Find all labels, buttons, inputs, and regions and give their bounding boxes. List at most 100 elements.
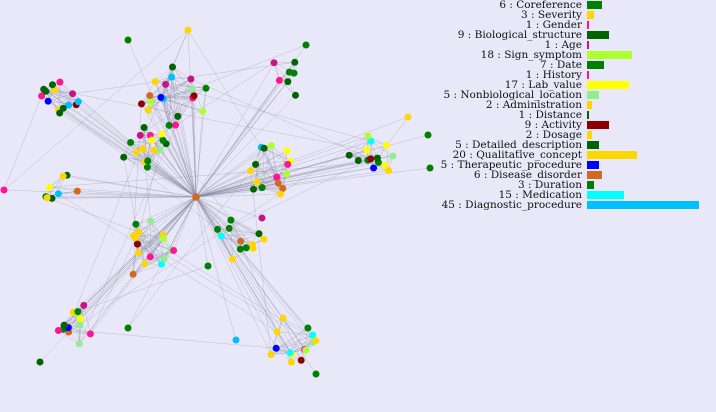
- graph-node[interactable]: [44, 97, 52, 105]
- graph-node[interactable]: [151, 78, 159, 86]
- graph-node[interactable]: [302, 346, 310, 354]
- graph-node[interactable]: [127, 139, 135, 146]
- graph-node[interactable]: [250, 185, 257, 193]
- graph-node[interactable]: [345, 151, 353, 159]
- graph-node[interactable]: [312, 337, 320, 345]
- graph-node[interactable]: [277, 190, 284, 198]
- graph-node[interactable]: [247, 167, 255, 175]
- graph-center-node[interactable]: [192, 193, 200, 201]
- graph-node[interactable]: [214, 225, 221, 233]
- graph-node[interactable]: [156, 146, 164, 154]
- graph-node[interactable]: [312, 370, 320, 378]
- graph-node[interactable]: [284, 160, 292, 168]
- graph-node[interactable]: [373, 154, 381, 162]
- graph-node[interactable]: [135, 249, 142, 257]
- graph-node[interactable]: [144, 106, 152, 114]
- graph-node[interactable]: [86, 330, 94, 338]
- graph-node[interactable]: [258, 184, 266, 192]
- graph-node[interactable]: [291, 58, 299, 66]
- graph-node[interactable]: [283, 147, 291, 155]
- graph-node[interactable]: [36, 358, 44, 366]
- graph-node[interactable]: [237, 237, 245, 245]
- graph-node[interactable]: [146, 92, 154, 100]
- graph-node[interactable]: [383, 141, 390, 149]
- graph-node[interactable]: [302, 41, 310, 49]
- graph-node[interactable]: [275, 76, 283, 84]
- graph-node[interactable]: [59, 104, 67, 112]
- graph-node[interactable]: [309, 331, 317, 339]
- graph-node[interactable]: [225, 224, 233, 232]
- graph-node[interactable]: [267, 351, 275, 358]
- graph-node[interactable]: [135, 228, 143, 236]
- graph-node[interactable]: [190, 92, 198, 100]
- graph-node[interactable]: [292, 91, 299, 99]
- graph-node[interactable]: [139, 145, 147, 153]
- graph-node[interactable]: [354, 157, 362, 164]
- graph-node[interactable]: [56, 109, 64, 117]
- graph-node[interactable]: [80, 301, 88, 309]
- graph-node[interactable]: [367, 155, 375, 163]
- graph-node[interactable]: [174, 112, 182, 120]
- graph-node[interactable]: [274, 179, 282, 187]
- graph-node[interactable]: [255, 230, 263, 238]
- graph-node[interactable]: [146, 253, 154, 261]
- graph-node[interactable]: [187, 75, 195, 83]
- graph-node[interactable]: [260, 144, 268, 152]
- graph-node[interactable]: [147, 217, 155, 225]
- graph-node[interactable]: [172, 121, 179, 129]
- graph-node[interactable]: [285, 68, 293, 76]
- graph-node[interactable]: [147, 98, 155, 106]
- graph-node[interactable]: [170, 247, 178, 254]
- graph-node[interactable]: [199, 107, 207, 115]
- graph-node[interactable]: [204, 262, 212, 270]
- graph-node[interactable]: [0, 186, 8, 194]
- graph-node[interactable]: [74, 98, 82, 106]
- graph-node[interactable]: [138, 100, 145, 108]
- graph-node[interactable]: [218, 232, 225, 240]
- graph-node[interactable]: [202, 84, 210, 92]
- graph-node[interactable]: [279, 314, 287, 322]
- graph-node[interactable]: [49, 81, 56, 89]
- graph-node[interactable]: [363, 146, 371, 154]
- graph-node[interactable]: [140, 124, 148, 131]
- graph-node[interactable]: [227, 216, 235, 224]
- graph-node[interactable]: [162, 80, 170, 88]
- graph-node[interactable]: [236, 245, 244, 253]
- graph-node[interactable]: [370, 164, 378, 172]
- graph-node[interactable]: [273, 328, 281, 336]
- graph-node[interactable]: [45, 183, 53, 191]
- graph-node[interactable]: [59, 172, 67, 180]
- graph-node[interactable]: [157, 93, 165, 101]
- graph-node[interactable]: [74, 308, 82, 316]
- graph-node[interactable]: [143, 163, 151, 171]
- graph-node[interactable]: [160, 255, 168, 263]
- graph-node[interactable]: [283, 170, 291, 178]
- graph-node[interactable]: [133, 148, 140, 156]
- graph-node[interactable]: [144, 157, 152, 165]
- graph-node[interactable]: [159, 136, 167, 144]
- graph-node[interactable]: [168, 73, 176, 81]
- graph-node[interactable]: [404, 113, 412, 121]
- graph-node[interactable]: [159, 235, 167, 243]
- graph-node[interactable]: [150, 146, 158, 154]
- graph-node[interactable]: [54, 190, 62, 198]
- graph-node[interactable]: [136, 131, 144, 139]
- graph-node[interactable]: [389, 152, 397, 160]
- graph-node[interactable]: [73, 187, 81, 195]
- graph-node[interactable]: [56, 78, 64, 86]
- graph-node[interactable]: [124, 36, 132, 44]
- graph-node[interactable]: [304, 324, 312, 332]
- graph-node[interactable]: [158, 260, 166, 268]
- graph-node[interactable]: [249, 244, 257, 252]
- graph-node[interactable]: [129, 270, 137, 278]
- graph-node[interactable]: [188, 86, 196, 93]
- graph-node[interactable]: [381, 162, 389, 169]
- graph-node[interactable]: [42, 87, 50, 95]
- graph-node[interactable]: [270, 59, 278, 67]
- graph-node[interactable]: [258, 214, 266, 222]
- graph-node[interactable]: [129, 232, 137, 239]
- graph-node[interactable]: [43, 194, 51, 202]
- graph-node[interactable]: [286, 349, 294, 357]
- graph-node[interactable]: [385, 167, 393, 175]
- graph-node[interactable]: [252, 160, 260, 168]
